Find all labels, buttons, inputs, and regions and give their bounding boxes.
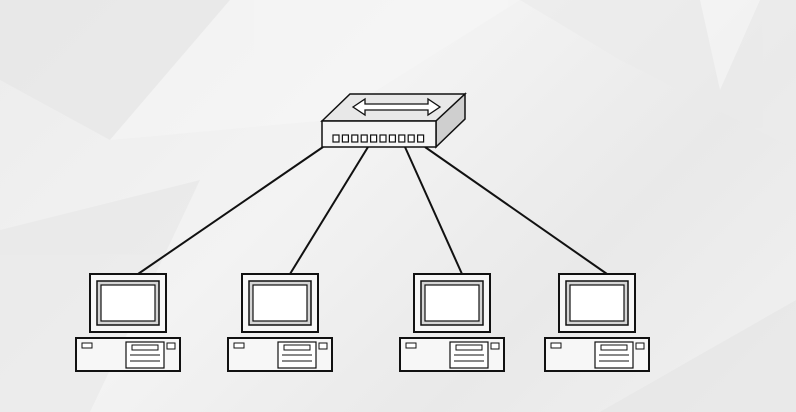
switch-arrows-icon (351, 97, 442, 117)
switch-port (379, 134, 387, 143)
desktop-computer-icon (75, 273, 181, 372)
power-indicator (405, 342, 417, 349)
monitor-screen (100, 284, 156, 322)
power-indicator (233, 342, 245, 349)
switch-port (341, 134, 349, 143)
monitor-screen (252, 284, 308, 322)
monitor-screen (569, 284, 625, 322)
switch-port (351, 134, 359, 143)
network-switch-icon (320, 92, 467, 149)
desktop-computer-icon (399, 273, 505, 372)
switch-port (360, 134, 368, 143)
switch-port (370, 134, 378, 143)
switch-port (332, 134, 340, 143)
desktop-computer-icon (544, 273, 650, 372)
connection-lines (137, 146, 608, 275)
network-cable (404, 146, 463, 275)
switch-port (417, 134, 425, 143)
switch-port (388, 134, 396, 143)
network-cable (424, 146, 608, 275)
network-cable (289, 146, 369, 275)
desktop-computer-icon (227, 273, 333, 372)
switch-port (398, 134, 406, 143)
computers (75, 273, 650, 372)
network-cable (137, 146, 324, 275)
monitor-screen (424, 284, 480, 322)
power-indicator (81, 342, 93, 349)
switch-ports (332, 134, 425, 143)
switch-port (407, 134, 415, 143)
power-indicator (550, 342, 562, 349)
